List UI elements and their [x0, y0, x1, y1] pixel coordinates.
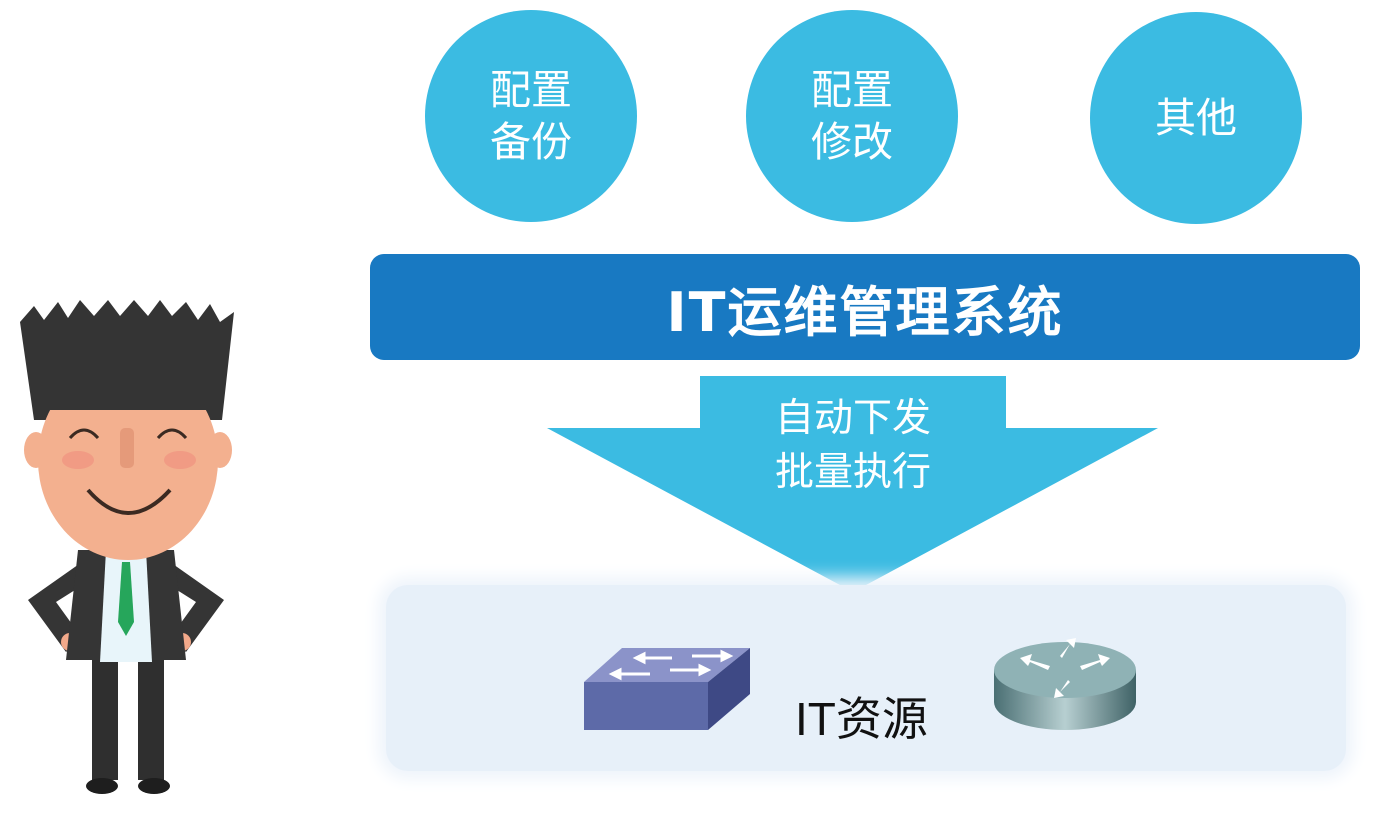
- arrow-caption: 自动下发 批量执行: [700, 392, 1006, 500]
- function-label-line: 配置: [490, 66, 572, 114]
- it-resource-label: IT资源: [795, 693, 928, 745]
- function-label-line: 其他: [1155, 94, 1237, 142]
- function-circle-config-modify: 配置 修改: [746, 10, 958, 222]
- it-ops-system-bar: IT运维管理系统: [370, 254, 1360, 360]
- function-circle-config-backup: 配置 备份: [425, 10, 637, 222]
- system-title: IT运维管理系统: [666, 280, 1064, 344]
- arrow-caption-line: 批量执行: [774, 450, 931, 495]
- cartoon-man-illustration: [20, 300, 234, 794]
- it-resource-panel: [386, 585, 1346, 771]
- function-circle-other: 其他: [1090, 12, 1302, 224]
- function-label-line: 配置: [811, 66, 893, 114]
- function-label-line: 备份: [490, 118, 572, 166]
- router-icon: [994, 638, 1136, 730]
- down-arrow-shape: [547, 376, 1158, 592]
- arrow-caption-line: 自动下发: [774, 396, 931, 441]
- switch-icon: [584, 648, 750, 730]
- function-label-line: 修改: [811, 118, 893, 166]
